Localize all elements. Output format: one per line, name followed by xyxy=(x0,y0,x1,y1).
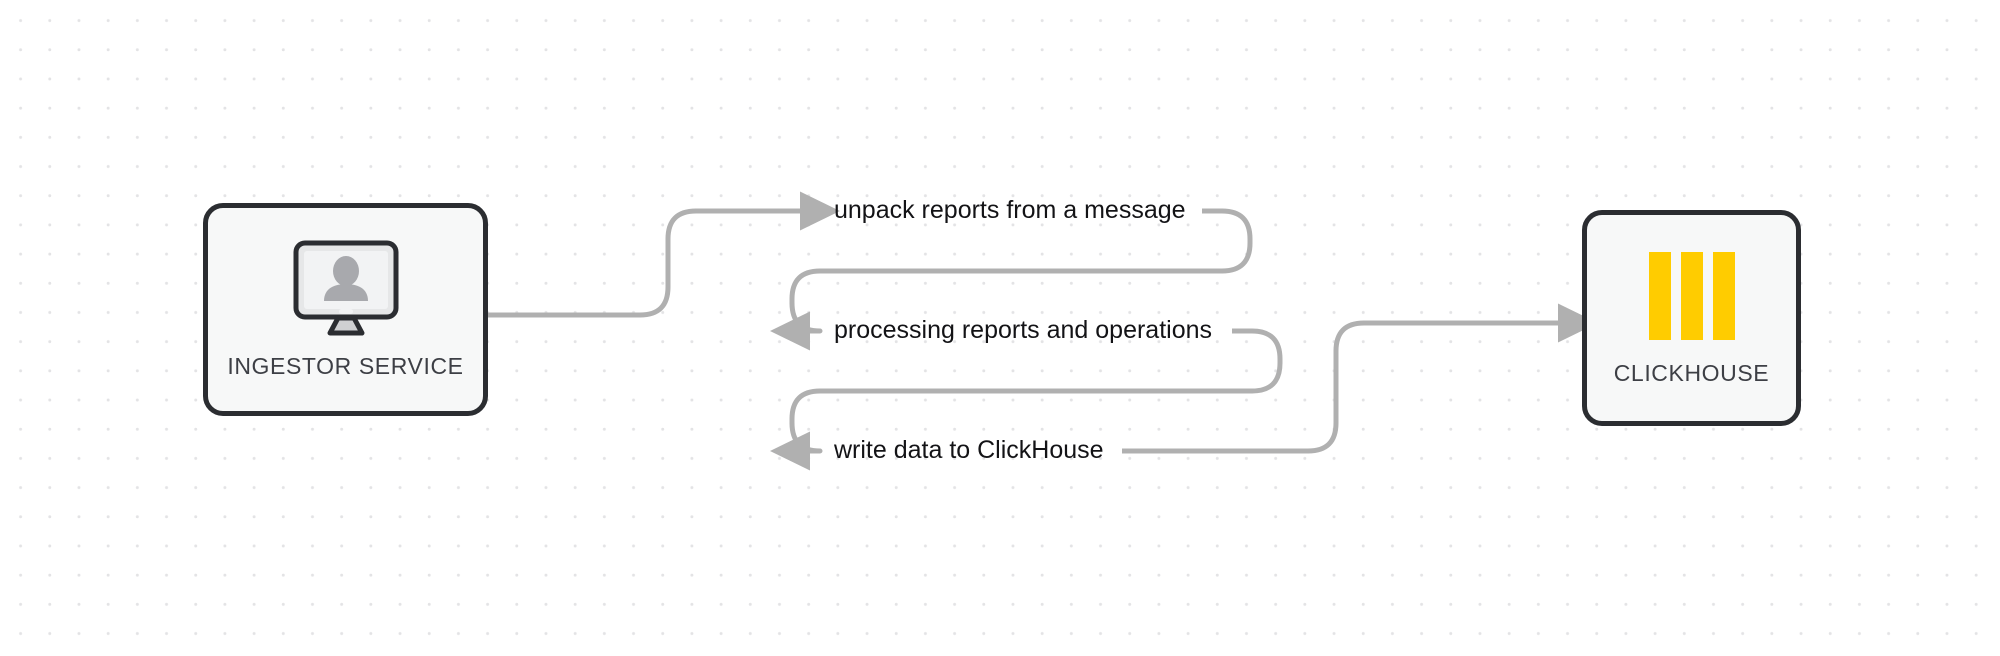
edge-label-processing-reports: processing reports and operations xyxy=(834,316,1213,344)
edge-ingestor-to-row1 xyxy=(488,191,840,318)
clickhouse-bars-icon xyxy=(1640,250,1744,342)
edge-row1-to-row2 xyxy=(770,208,1253,351)
node-clickhouse-label: CLICKHOUSE xyxy=(1613,359,1770,386)
node-clickhouse[interactable]: CLICKHOUSE xyxy=(1582,210,1801,426)
node-ingestor-service-label: INGESTOR SERVICE xyxy=(227,353,464,379)
node-ingestor-service[interactable]: INGESTOR SERVICE xyxy=(203,203,488,416)
edge-label-unpack-reports: unpack reports from a message xyxy=(834,196,1186,224)
edge-row2-to-row3 xyxy=(770,328,1283,471)
monitor-user-icon xyxy=(290,239,402,337)
edge-label-write-data: write data to ClickHouse xyxy=(834,436,1104,464)
